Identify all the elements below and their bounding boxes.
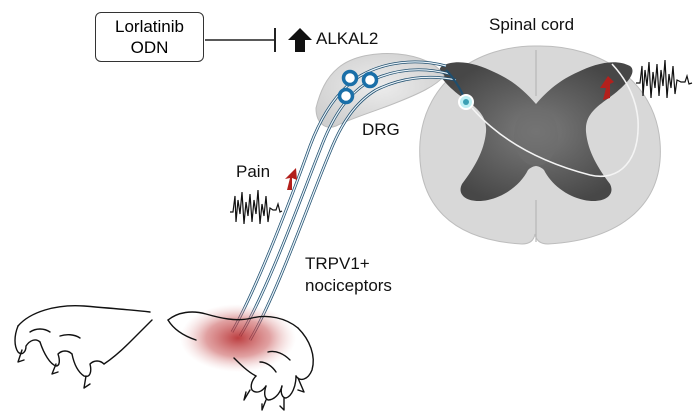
dorsal-horn-neuron: [458, 63, 639, 177]
drg-label: DRG: [362, 120, 400, 139]
spinal-activation-arrow-icon: [600, 76, 614, 100]
right-paw: [167, 311, 314, 411]
inhibitor-name-lorlatinib: Lorlatinib: [115, 17, 184, 36]
upregulation-arrow-icon: [288, 28, 312, 52]
pain-increase-arrow-icon: [285, 168, 297, 190]
pain-spike-train-icon: [230, 189, 283, 225]
nociceptors-label-line2: nociceptors: [305, 276, 392, 295]
inflammation-area: [180, 304, 296, 372]
inhibitor-box: Lorlatinib ODN: [95, 12, 204, 62]
pain-label: Pain: [236, 162, 271, 181]
spinal-spike-train-icon: [636, 59, 693, 99]
left-paw: [14, 304, 153, 389]
drg-neurons: [337, 69, 379, 105]
spinal-cord-label: Spinal cord: [489, 15, 575, 34]
nociceptor-fibers: [230, 60, 468, 341]
nociceptors-label-line1: TRPV1+: [305, 254, 370, 273]
alkal2-label: ALKAL2: [316, 29, 379, 48]
inhibitor-name-odn: ODN: [130, 38, 169, 57]
inhibition-line: [205, 28, 276, 52]
